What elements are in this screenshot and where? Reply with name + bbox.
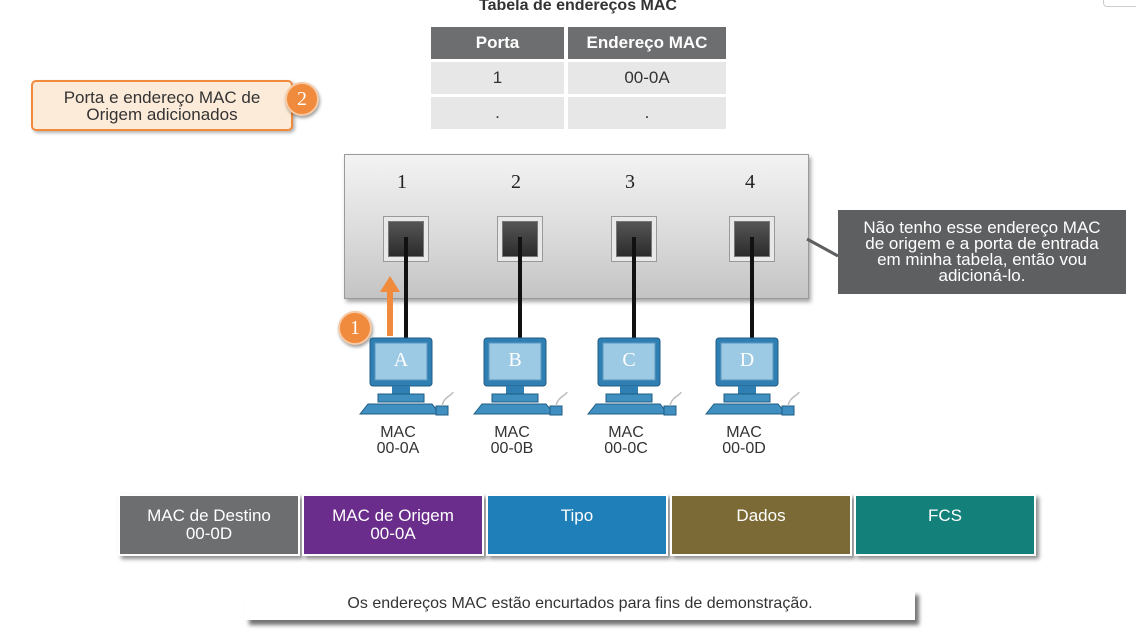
step-2-badge: 2: [285, 82, 319, 116]
frame-data: Dados: [670, 494, 852, 556]
source-added-callout: Porta e endereço MAC de Origem adicionad…: [31, 80, 293, 131]
pc-name: C: [622, 349, 636, 371]
callout-line: de origem e a porta de entrada: [865, 234, 1099, 253]
callout-pointer: [806, 237, 839, 258]
callout-line: em minha tabela, então vou: [877, 250, 1087, 269]
callout-line: Não tenho esse endereço MAC: [863, 218, 1101, 237]
frame-fcs: FCS: [854, 494, 1036, 556]
header-port: Porta: [431, 27, 564, 59]
cell-mac: .: [568, 94, 726, 129]
port-number: 3: [625, 171, 635, 193]
mac-address-table: Porta Endereço MAC 1 00-0A . .: [427, 27, 730, 129]
pc-name: A: [393, 349, 409, 371]
callout-line: adicioná-lo.: [938, 266, 1026, 285]
computer-icon: [359, 337, 454, 416]
switch-thought-callout: Não tenho esse endereço MAC de origem e …: [838, 210, 1126, 294]
cable: [518, 237, 522, 340]
table-title: Tabela de endereços MAC: [479, 0, 677, 14]
cell-mac: 00-0A: [568, 59, 726, 94]
header-mac: Endereço MAC: [568, 27, 726, 59]
pc-name: D: [739, 349, 755, 371]
cell-port: 1: [431, 59, 564, 94]
pc-name: B: [508, 349, 522, 371]
frame-type: Tipo: [486, 494, 668, 556]
table-row: 1 00-0A: [431, 59, 726, 94]
cell-port: .: [431, 94, 564, 129]
port-number: 4: [745, 171, 755, 193]
cable: [632, 237, 636, 340]
computer-icon: [705, 337, 800, 416]
window-corner: [1103, 0, 1136, 7]
step-1-badge: 1: [338, 311, 372, 345]
cable: [750, 237, 754, 340]
up-arrow-icon: [380, 276, 400, 336]
port-number: 1: [397, 171, 407, 193]
callout-line: Origem adicionados: [86, 104, 238, 124]
footnote: Os endereços MAC estão encurtados para f…: [245, 590, 915, 620]
computer-icon: [473, 337, 568, 416]
cable: [404, 237, 408, 340]
computer-icon: [587, 337, 682, 416]
table-row: . .: [431, 94, 726, 129]
port-number: 2: [511, 171, 521, 193]
callout-line: Porta e endereço MAC de: [63, 87, 261, 107]
